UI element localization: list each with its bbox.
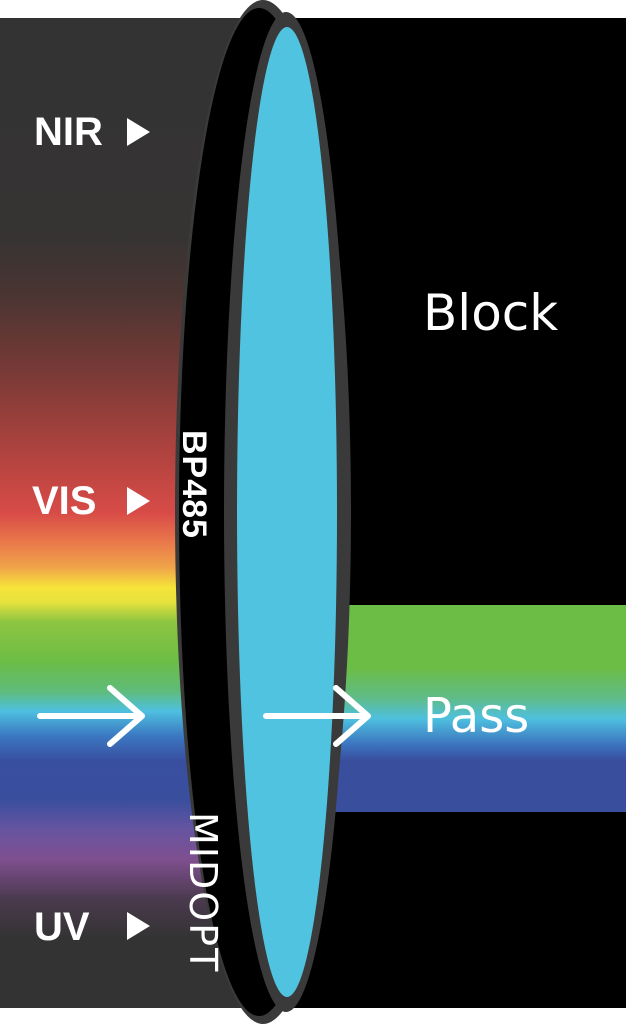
nir-triangle-icon [127,118,150,146]
block-label: Block [423,284,558,342]
brand-label: MIDOPT [181,812,225,973]
nir-label: NIR [34,110,103,154]
pass-label: Pass [423,688,529,744]
incoming-arrow-icon [37,685,145,747]
filter-model-label: BP485 [175,430,213,539]
vis-label: VIS [32,479,96,523]
filter-glass [237,27,337,997]
uv-triangle-icon [127,912,150,940]
vis-triangle-icon [127,487,150,515]
brand-mark: MIDOPT [181,812,225,973]
outgoing-arrow-icon [263,685,371,747]
uv-label: UV [34,905,90,949]
